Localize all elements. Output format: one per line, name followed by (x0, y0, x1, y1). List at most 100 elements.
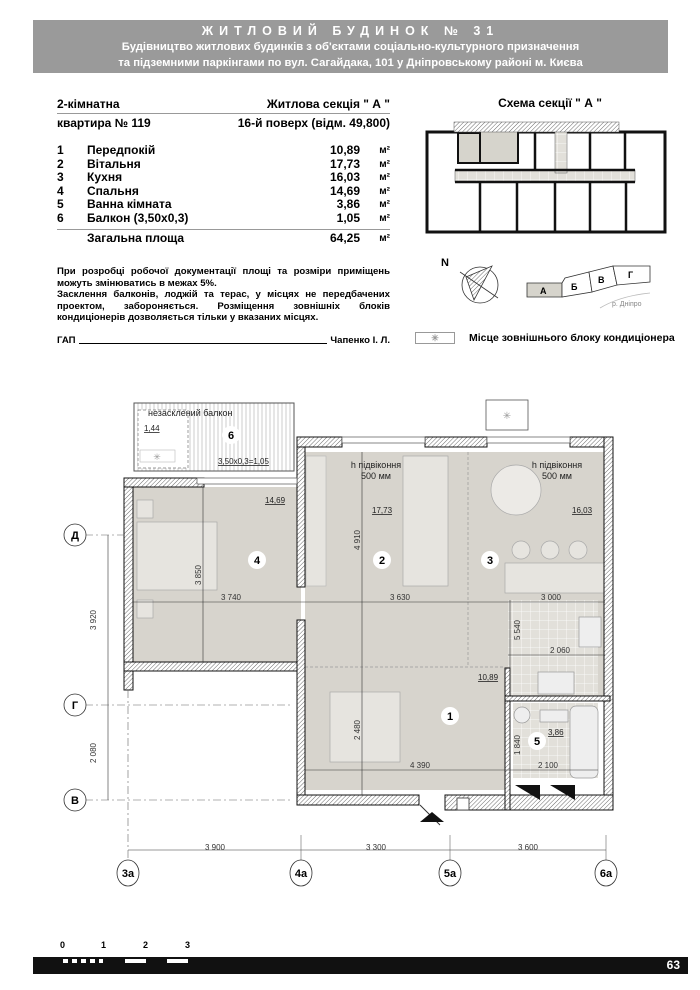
washing-machine (513, 706, 531, 724)
total-area: 64,25 (329, 230, 360, 245)
wall (296, 436, 343, 448)
total-label: Загальна площа (87, 230, 185, 245)
axis-3a: 3а (122, 868, 135, 880)
apartment-type-row: 2-кімнатна Житлова секція " А " (57, 97, 390, 111)
axis-d: Д (71, 530, 79, 542)
room-name: Передпокій (87, 143, 156, 157)
apartment-number: квартира № 119 (57, 116, 151, 130)
room-num: 4 (57, 183, 64, 198)
living-area: 17,73 (372, 506, 393, 515)
axis-5a: 5а (444, 868, 457, 880)
ac-unit-icon: ✳ (153, 452, 161, 462)
divider (57, 228, 390, 230)
wall (123, 661, 306, 672)
hall-area: 10,89 (478, 673, 499, 682)
scale-label: 0 (60, 940, 65, 950)
room-unit: м² (379, 158, 390, 170)
dim-label: 2 100 (538, 761, 559, 770)
section-a-label: А (540, 286, 547, 296)
balcony-calc: 3,50х0,3=1,05 (218, 457, 269, 466)
kitchen-area: 16,03 (572, 506, 593, 515)
bathtub (569, 705, 599, 779)
axis-4a: 4а (295, 868, 308, 880)
building-title: ЖИТЛОВИЙ БУДИНОК № 31 (201, 24, 500, 38)
floor-plan: ✳ (63, 399, 618, 887)
wall (504, 695, 611, 702)
building-sections-diagram: А Б В Г р. Дніпро (526, 265, 651, 309)
corridor (454, 169, 636, 183)
room-row: 4 Спальня 14,69 м² (57, 183, 390, 199)
footer-bar: 63 (33, 957, 688, 974)
wall (603, 436, 614, 811)
dim-label: 3 740 (221, 593, 242, 602)
balcony-door (196, 477, 298, 485)
divider (57, 113, 390, 114)
room-num: 5 (57, 197, 64, 212)
dim-label: 3 920 (89, 609, 98, 630)
room-unit: м² (379, 185, 390, 197)
wall (424, 436, 488, 448)
notes: При розробці робочої документації площі … (57, 266, 390, 324)
dim-label: 3 300 (366, 843, 387, 852)
dining-table (490, 464, 542, 516)
room-num: 6 (57, 210, 64, 225)
room-badge-5: 5 (534, 736, 540, 748)
legend-label: Місце зовнішнього блоку кондиціонера (469, 332, 675, 344)
entrance-arrow-icon (420, 812, 444, 822)
room-name: Спальня (87, 183, 139, 198)
signature-underline (78, 343, 328, 344)
axis-g: Г (72, 700, 79, 712)
room-area: 1,05 (336, 210, 360, 225)
room-unit: м² (379, 145, 390, 156)
room-num: 1 (57, 143, 64, 157)
room-badge-1: 1 (447, 711, 453, 723)
bath-area: 3,86 (548, 728, 564, 737)
dim-label: 3 600 (518, 843, 539, 852)
section-label: Житлова секція " А " (266, 97, 390, 111)
room-badge-2: 2 (379, 555, 385, 567)
project-line-1: Будівництво житлових будинків з об'єктам… (121, 41, 580, 53)
sill-label: h підвіконня (351, 460, 401, 470)
ac-unit (139, 449, 176, 463)
room-area: 17,73 (329, 156, 360, 171)
wall (123, 477, 134, 691)
wall (123, 477, 205, 488)
document-header: ЖИТЛОВИЙ БУДИНОК № 31 Будівництво житлов… (33, 20, 668, 73)
apartment-number-row: квартира № 119 16-й поверх (відм. 49,800… (57, 116, 390, 130)
room-unit: м² (379, 172, 390, 184)
north-compass: N (441, 257, 499, 304)
room-name: Ванна кімната (87, 197, 172, 212)
balcony-sub-area: 1,44 (144, 424, 160, 433)
dim-label: 3 630 (390, 593, 411, 602)
section-g (612, 265, 651, 286)
sink (537, 671, 575, 695)
wall (444, 794, 614, 811)
sofa (402, 455, 449, 587)
wall (504, 667, 511, 811)
project-line-2: та підземними паркінгами по вул. Сагайда… (118, 57, 583, 69)
room-area: 3,86 (336, 197, 360, 212)
room-area: 16,03 (329, 170, 360, 185)
section-b-label: Б (571, 282, 578, 292)
bedroom-area: 14,69 (265, 496, 286, 505)
room-area: 14,69 (329, 183, 360, 198)
room-name: Кухня (87, 170, 123, 185)
river-label: р. Дніпро (612, 300, 642, 308)
wardrobe (305, 455, 327, 587)
section-g-label: Г (628, 270, 633, 280)
north-label: N (441, 257, 449, 269)
axis-6a: 6а (600, 868, 613, 880)
signature-name: Чапенко І. Л. (330, 335, 390, 346)
room-badge-4: 4 (254, 555, 261, 567)
scale-label: 3 (185, 940, 190, 950)
scale-label: 2 (143, 940, 148, 950)
scale-label: 1 (101, 940, 106, 950)
dim-label: 3 850 (194, 564, 203, 585)
stove (578, 616, 602, 648)
